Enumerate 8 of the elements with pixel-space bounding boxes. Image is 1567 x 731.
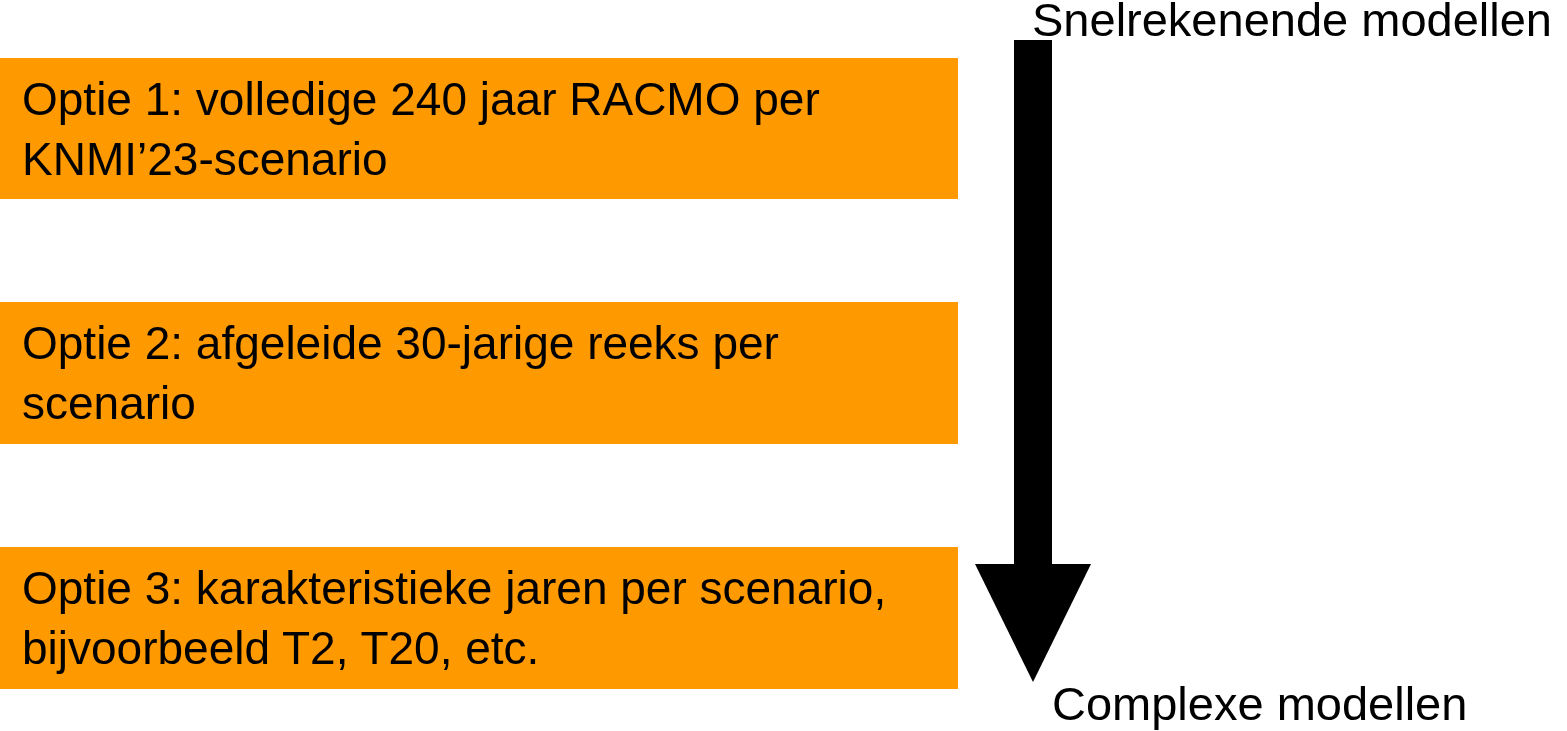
arrow bbox=[975, 40, 1091, 682]
option-text: Optie 2: afgeleide 30-jarige reeks per scenario bbox=[22, 316, 780, 431]
scale-label: Snelrekenende modellen bbox=[1032, 0, 1552, 40]
option-box bbox=[0, 58, 958, 199]
option-box bbox=[0, 547, 958, 689]
option-box bbox=[0, 302, 958, 444]
option-text: Optie 3: karakteristieke jaren per scenario, bijvoorbeeld T2, T20, etc. bbox=[22, 561, 888, 676]
option-text: Optie 1: volledige 240 jaar RACMO per KNMI’23-scenario bbox=[22, 71, 821, 187]
